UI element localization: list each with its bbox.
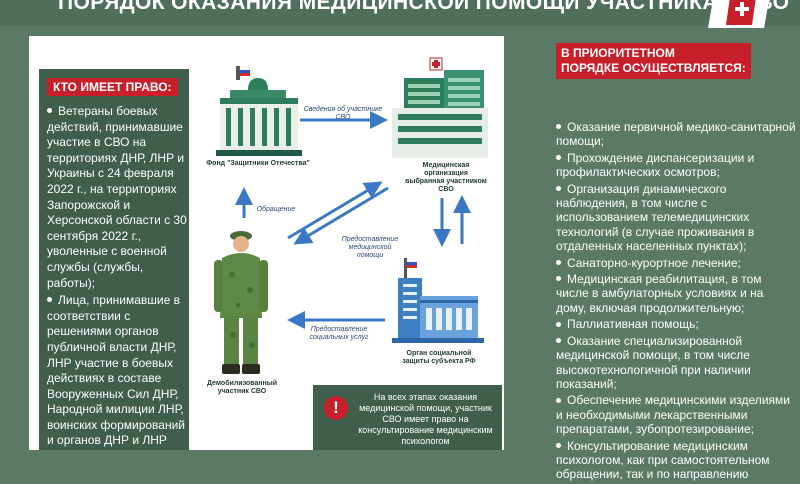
medorg-label: Медицинская организация выбранная участн… (405, 162, 487, 193)
bullet-icon (556, 155, 561, 161)
page-title: ПОРЯДОК ОКАЗАНИЯ МЕДИЦИНСКОЙ ПОМОЩИ УЧАС… (58, 0, 790, 14)
arrow-info-label: Сведения об участнике СВО (303, 106, 383, 121)
priority-heading: В ПРИОРИТЕТНОМ ПОРЯДКЕ ОСУЩЕСТВЛЯЕТСЯ: (556, 43, 751, 79)
bullet-icon (556, 185, 561, 191)
list-item: Обеспечение медицинскими изделиями и нео… (556, 393, 790, 437)
list-item: Ветераны боевых действий, принимавшие уч… (47, 104, 187, 290)
eligibility-panel: КТО ИМЕЕТ ПРАВО: Ветераны боевых действи… (39, 69, 189, 450)
exclamation-icon: ! (324, 396, 348, 420)
bullet-icon (47, 108, 52, 114)
soldier-label: Демобилизованный участник СВО (206, 380, 278, 395)
soldier-figure-icon (214, 231, 268, 374)
list-item: Оказание первичной медико-санитарной пом… (556, 120, 796, 149)
bullet-icon (556, 338, 561, 344)
priority-services-panel: В ПРИОРИТЕТНОМ ПОРЯДКЕ ОСУЩЕСТВЛЯЕТСЯ: О… (548, 36, 800, 481)
bullet-icon (556, 397, 561, 403)
list-item: Санаторно-курортное лечение; (556, 256, 796, 270)
arrow-medhelp-label: Предоставление медицинской помощи (341, 236, 399, 259)
fund-label: Фонд "Защитники Отечества" (206, 160, 310, 167)
list-item: Лица, принимавшие в соответствии с решен… (47, 293, 185, 448)
list-item: Медицинская реабилитация, в том числе в … (556, 272, 764, 315)
social-label: Орган социальной защиты субъекта РФ (402, 350, 476, 365)
fund-building-icon (216, 66, 302, 156)
bullet-icon (556, 442, 561, 448)
list-item: Оказание специализированной медицинской … (556, 333, 751, 391)
list-item: Организация динамического наблюдения, в … (556, 181, 755, 254)
social-protection-building-icon (392, 258, 484, 343)
header-bar (0, 0, 800, 26)
note-text: На всех этапах оказания медицинской помо… (358, 392, 493, 446)
psychologist-note: ! На всех этапах оказания медицинской по… (313, 385, 502, 450)
bullet-icon (556, 259, 561, 265)
list-item: Прохождение диспансеризации и профилакти… (556, 150, 755, 180)
arrow-social-label: Предоставление социальных услуг (309, 326, 369, 341)
eligibility-list: Ветераны боевых действий, принимавшие уч… (47, 104, 189, 451)
soldier-to-medorg-arrow-icon (287, 181, 383, 240)
list-item: Паллиативная помощь; (556, 317, 796, 331)
bullet-icon (556, 276, 561, 282)
flow-diagram (214, 57, 488, 374)
red-cross-logo-icon (708, 0, 769, 28)
medical-organization-building-icon (392, 57, 488, 158)
arrow-appeal-label: Обращение (256, 206, 296, 213)
medorg-to-soldier-arrow-icon (293, 186, 389, 245)
bullet-icon (47, 297, 52, 303)
list-item: Консультирование медицинским психологом,… (556, 438, 770, 482)
eligibility-heading: КТО ИМЕЕТ ПРАВО: (47, 78, 178, 96)
bullet-icon (556, 124, 561, 130)
bullet-icon (556, 321, 561, 327)
priority-services-list: Оказание первичной медико-санитарной пом… (556, 120, 796, 484)
